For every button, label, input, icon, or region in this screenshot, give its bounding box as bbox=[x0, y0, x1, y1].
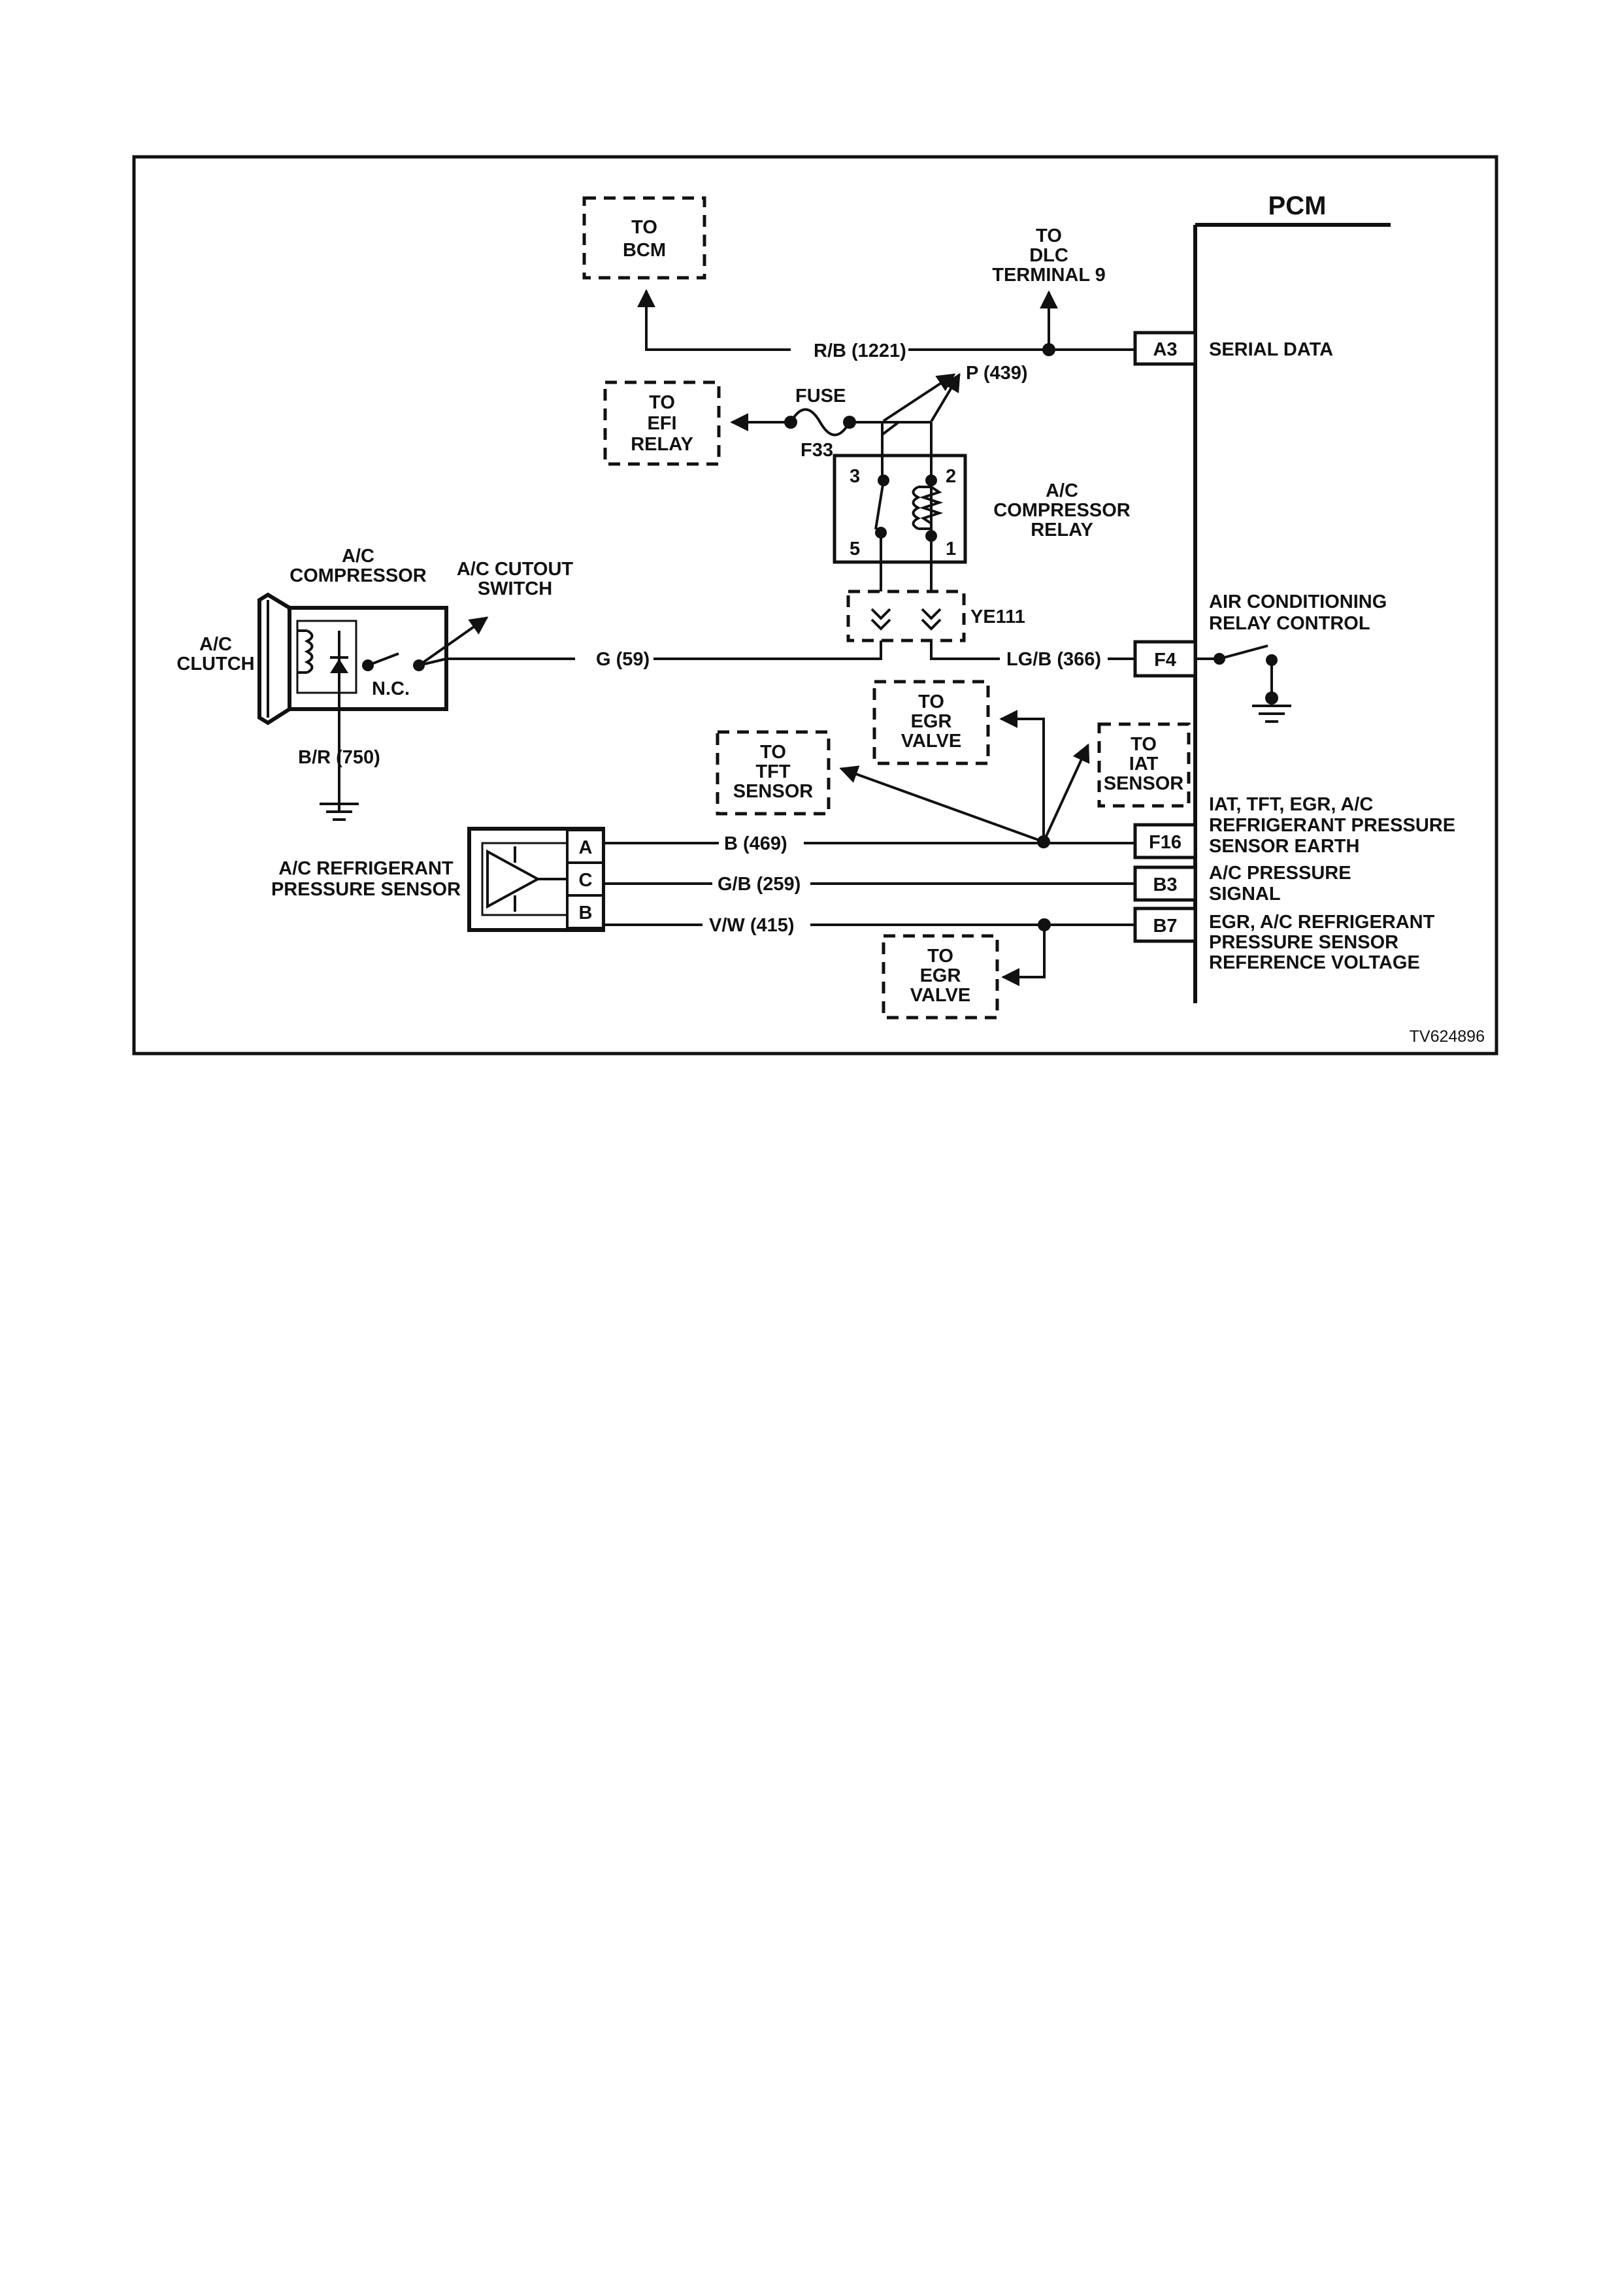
sensor-pin-c: C bbox=[579, 870, 593, 891]
relay-pin-3: 3 bbox=[850, 466, 860, 487]
pin-f16-function-line3: SENSOR EARTH bbox=[1209, 836, 1359, 857]
pin-b3-function-line2: SIGNAL bbox=[1209, 884, 1281, 905]
pin-b7-label: B7 bbox=[1153, 916, 1177, 937]
svg-text:TO: TO bbox=[760, 742, 786, 763]
svg-text:TO: TO bbox=[1131, 734, 1157, 755]
wire-br-750: B/R (750) bbox=[298, 709, 380, 821]
compressor-name-line2: COMPRESSOR bbox=[289, 565, 427, 586]
wire-gb-259: G/B (259) bbox=[603, 874, 1135, 895]
to-bcm-box: TO BCM bbox=[582, 196, 706, 280]
svg-text:EFI: EFI bbox=[647, 413, 676, 434]
pcm-pin-a3: A3 bbox=[1133, 331, 1197, 366]
to-iat-sensor-box: TO IAT SENSOR bbox=[1097, 722, 1191, 808]
pin-b3-function-line1: A/C PRESSURE bbox=[1209, 863, 1351, 884]
pcm-pin-f4: F4 bbox=[1133, 640, 1197, 678]
pin-f16-label: F16 bbox=[1149, 832, 1182, 853]
connector-ye111: YE111 bbox=[846, 562, 1025, 642]
pin-b7-function-line3: REFERENCE VOLTAGE bbox=[1209, 952, 1420, 973]
pin-f4-function-line1: AIR CONDITIONING bbox=[1209, 591, 1387, 612]
svg-text:SENSOR: SENSOR bbox=[733, 781, 814, 802]
sensor-name-line2: PRESSURE SENSOR bbox=[271, 879, 461, 900]
pin-f4-label: F4 bbox=[1154, 650, 1176, 671]
to-tft-sensor-box: TO TFT SENSOR bbox=[716, 730, 831, 816]
wire-g-label: G (59) bbox=[596, 649, 650, 670]
fuse-f33: FUSE F33 bbox=[730, 386, 931, 461]
pin-b7-function-line1: EGR, A/C REFRIGERANT bbox=[1209, 912, 1435, 933]
pcm-pin-f16: F16 bbox=[1133, 823, 1197, 859]
compressor-name-line1: A/C bbox=[342, 546, 374, 567]
svg-text:EGR: EGR bbox=[911, 711, 952, 732]
pin-f4-function-line2: RELAY CONTROL bbox=[1209, 613, 1370, 634]
ac-compressor-relay: 3 2 5 1 bbox=[833, 454, 967, 564]
wire-gb-label: G/B (259) bbox=[718, 874, 801, 895]
relay-name-line1: A/C bbox=[1046, 480, 1078, 501]
sensor-pin-b: B bbox=[579, 903, 593, 923]
relay-pin-2: 2 bbox=[946, 466, 956, 487]
fuse-id: F33 bbox=[801, 440, 833, 461]
pin-b3-label: B3 bbox=[1153, 874, 1177, 895]
svg-text:IAT: IAT bbox=[1129, 754, 1159, 774]
wire-lgb-label: LG/B (366) bbox=[1006, 649, 1101, 670]
svg-text:TO: TO bbox=[927, 946, 953, 967]
wire-br-label: B/R (750) bbox=[298, 747, 380, 768]
relay-pin-1: 1 bbox=[946, 539, 956, 559]
connector-id: YE111 bbox=[970, 607, 1025, 627]
pcm-title: PCM bbox=[1268, 191, 1327, 220]
svg-text:BCM: BCM bbox=[623, 240, 666, 261]
clutch-label-line2: CLUTCH bbox=[176, 654, 254, 674]
svg-text:TERMINAL 9: TERMINAL 9 bbox=[992, 265, 1105, 286]
switch-nc-label: N.C. bbox=[372, 678, 410, 699]
svg-text:VALVE: VALVE bbox=[910, 985, 970, 1006]
to-egr-valve-bottom-box: TO EGR VALVE bbox=[882, 934, 999, 1020]
pcm-pin-b7: B7 bbox=[1133, 907, 1197, 943]
pin-b7-function-line2: PRESSURE SENSOR bbox=[1209, 932, 1398, 953]
to-dlc-label: TO DLC TERMINAL 9 bbox=[992, 225, 1105, 286]
pcm-f4-internal-switch bbox=[1195, 644, 1278, 705]
diagram-frame bbox=[132, 155, 1498, 1056]
wire-lgb-366: LG/B (366) bbox=[930, 641, 1135, 670]
pcm-pin-b3: B3 bbox=[1133, 865, 1197, 902]
svg-text:TO: TO bbox=[631, 217, 657, 238]
svg-text:RELAY: RELAY bbox=[631, 434, 693, 455]
wire-rb-label: R/B (1221) bbox=[814, 341, 906, 361]
sensor-earth-junction bbox=[839, 710, 1090, 848]
clutch-label-line1: A/C bbox=[199, 634, 232, 655]
ac-compressor: N.C. bbox=[257, 592, 489, 810]
svg-text:EGR: EGR bbox=[920, 965, 961, 986]
figure-id: TV624896 bbox=[1410, 1027, 1485, 1046]
pin-a3-label: A3 bbox=[1153, 339, 1177, 360]
svg-text:VALVE: VALVE bbox=[901, 731, 961, 752]
ac-refrigerant-pressure-sensor: A C B bbox=[467, 827, 605, 932]
cutout-switch-line2: SWITCH bbox=[478, 578, 552, 599]
svg-text:TO: TO bbox=[918, 691, 944, 712]
sensor-pin-a: A bbox=[579, 837, 593, 858]
svg-text:SENSOR: SENSOR bbox=[1104, 773, 1184, 794]
to-egr-valve-top-box: TO EGR VALVE bbox=[872, 680, 990, 765]
cutout-switch-line1: A/C CUTOUT bbox=[457, 559, 574, 580]
wire-vw-415: V/W (415) bbox=[603, 915, 1135, 986]
sensor-name-line1: A/C REFRIGERANT bbox=[278, 858, 454, 879]
wire-b469-label: B (469) bbox=[724, 833, 787, 854]
pin-f16-function-line1: IAT, TFT, EGR, A/C bbox=[1209, 794, 1373, 815]
wire-g-59: G (59) bbox=[446, 641, 882, 670]
relay-pin-5: 5 bbox=[850, 539, 860, 559]
svg-text:TO: TO bbox=[1036, 225, 1062, 246]
fuse-label: FUSE bbox=[795, 386, 846, 407]
wire-p-label: P (439) bbox=[966, 363, 1028, 384]
pin-a3-function: SERIAL DATA bbox=[1209, 339, 1333, 360]
svg-text:TO: TO bbox=[649, 392, 675, 413]
relay-name-line2: COMPRESSOR bbox=[993, 500, 1131, 521]
wire-b-469: B (469) bbox=[603, 833, 1135, 854]
relay-name-line3: RELAY bbox=[1031, 520, 1093, 541]
svg-text:DLC: DLC bbox=[1029, 245, 1068, 266]
serial-data-wire: R/B (1221) bbox=[637, 289, 1135, 361]
svg-text:TFT: TFT bbox=[755, 761, 790, 782]
to-efi-relay-box: TO EFI RELAY bbox=[603, 380, 721, 466]
wire-p-439: P (439) bbox=[881, 363, 1028, 480]
wire-vw-label: V/W (415) bbox=[709, 915, 795, 936]
pin-f16-function-line2: REFRIGERANT PRESSURE bbox=[1209, 815, 1455, 836]
pcm-earth-symbol bbox=[1252, 698, 1291, 723]
